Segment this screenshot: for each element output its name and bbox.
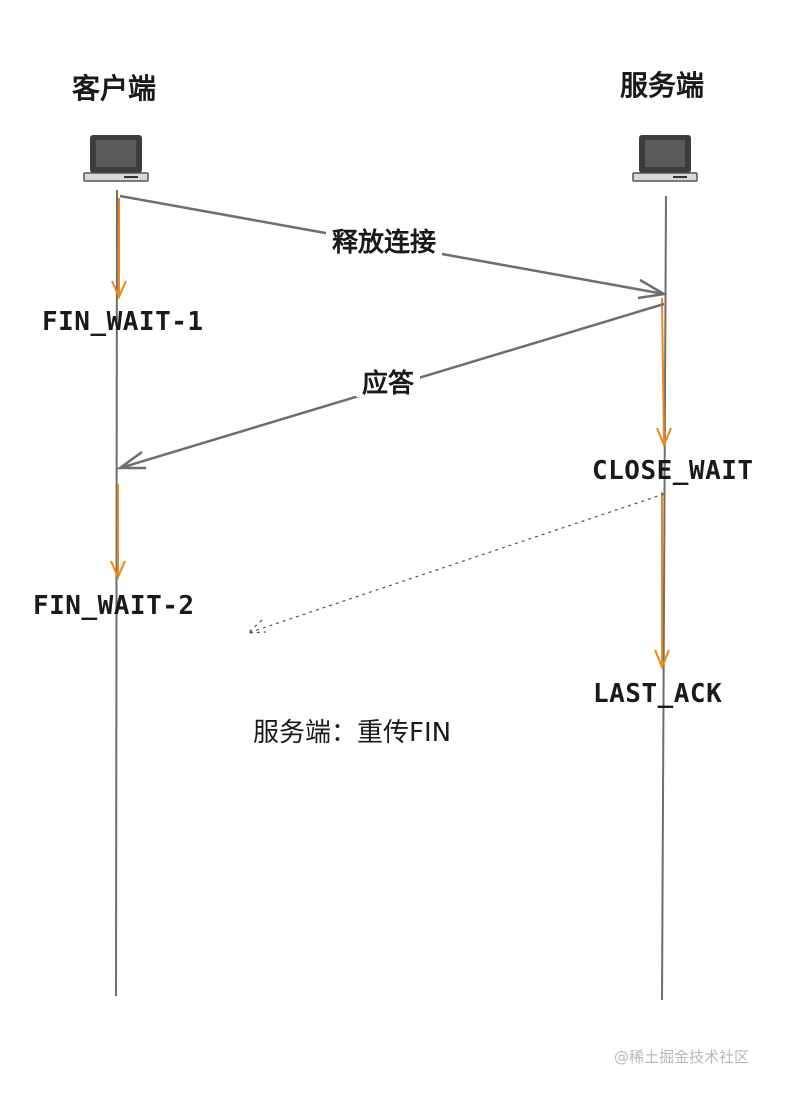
server-title: 服务端 <box>620 69 705 102</box>
server-state-arrow-2 <box>654 492 670 670</box>
retransmit-note: 服务端：重传FIN <box>253 718 452 748</box>
client-state-arrow-2 <box>110 484 126 580</box>
client-state-arrow-1 <box>111 198 127 300</box>
server-state-last-ack: LAST_ACK <box>593 679 723 709</box>
server-state-arrow-1 <box>656 297 672 448</box>
release-message-label: 释放连接 <box>326 230 443 256</box>
watermark: @稀土掘金技术社区 <box>614 1048 750 1066</box>
client-lifeline <box>115 189 118 997</box>
server-computer-icon <box>632 135 698 182</box>
client-title: 客户端 <box>72 72 157 105</box>
server-state-close-wait: CLOSE_WAIT <box>592 456 754 486</box>
client-state-fin-wait-2: FIN_WAIT-2 <box>33 591 195 621</box>
ack-message-label: 应答 <box>356 371 421 397</box>
retransmit-dashed-arrow <box>246 493 665 634</box>
client-computer-icon <box>83 135 149 182</box>
server-lifeline <box>661 195 667 1001</box>
client-state-fin-wait-1: FIN_WAIT-1 <box>42 307 204 337</box>
